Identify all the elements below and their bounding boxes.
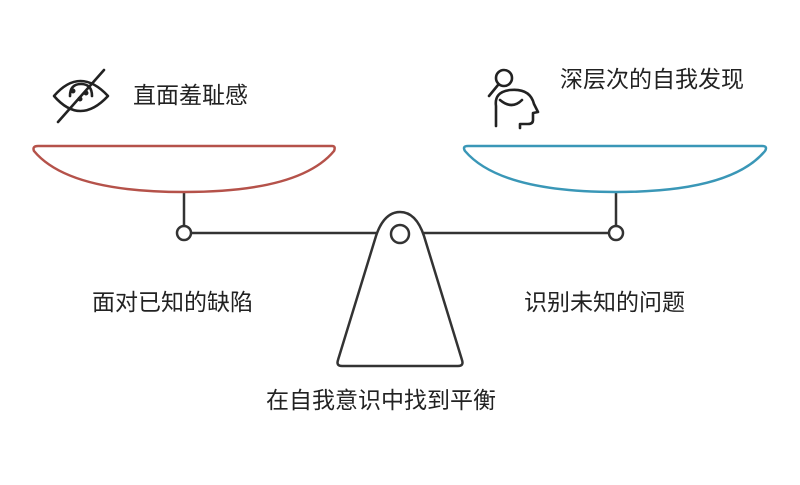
known-flaws-label: 面对已知的缺陷 (92, 290, 253, 316)
deep-self-discovery-label: 深层次的自我发现 (560, 67, 744, 93)
unknown-issues-label: 识别未知的问题 (524, 290, 685, 316)
right-hanger-node (607, 224, 625, 242)
fulcrum-stand (336, 210, 464, 368)
left-hanger-node (175, 224, 193, 242)
person-head-icon (487, 68, 540, 130)
left-pan (32, 144, 336, 194)
right-pan (462, 144, 768, 194)
eye-slash-icon (52, 68, 110, 124)
fulcrum-pivot (389, 223, 411, 245)
balance-label: 在自我意识中找到平衡 (266, 388, 496, 414)
face-shame-label: 直面羞耻感 (133, 83, 248, 109)
